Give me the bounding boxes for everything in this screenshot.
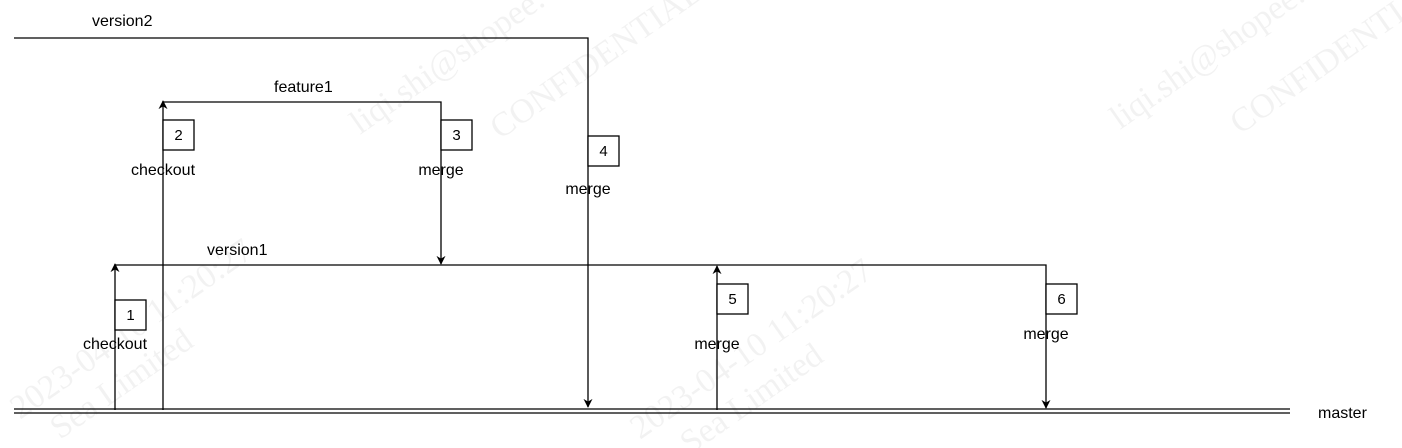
step-6-box <box>1045 283 1078 315</box>
step-5: 5 merge <box>694 283 749 353</box>
step-1: 1 checkout <box>83 299 148 353</box>
step-3: 3 merge <box>418 119 473 179</box>
step-3-box <box>440 119 473 151</box>
step-5-number: 5 <box>728 291 736 308</box>
step-1-box <box>114 299 147 331</box>
step-6-action: merge <box>1023 326 1068 343</box>
confidential-watermark: liqi.shi@shopee. CONFIDENTIAL liqi.shi@s… <box>3 0 1402 448</box>
step-5-action: merge <box>694 336 739 353</box>
step-4-box <box>587 135 620 167</box>
version2-label: version2 <box>92 13 153 30</box>
step-4: 4 merge <box>565 135 620 198</box>
step-6: 6 merge <box>1023 283 1078 343</box>
step-1-action: checkout <box>83 336 148 353</box>
version1-branch: version1 <box>110 242 1051 410</box>
step-2: 2 checkout <box>131 119 196 179</box>
step-2-action: checkout <box>131 162 196 179</box>
step-3-action: merge <box>418 162 463 179</box>
version2-branch: version2 <box>14 13 593 408</box>
master-label: master <box>1318 405 1368 422</box>
step-2-box <box>162 119 195 151</box>
master-branch: master <box>14 405 1368 422</box>
step-6-number: 6 <box>1057 291 1065 308</box>
step-4-action: merge <box>565 181 610 198</box>
feature1-line <box>163 101 446 265</box>
step-3-number: 3 <box>452 127 460 144</box>
version2-line <box>14 37 593 408</box>
step-1-number: 1 <box>126 307 134 324</box>
step-2-number: 2 <box>174 127 182 144</box>
step-5-box <box>716 283 749 315</box>
feature1-label: feature1 <box>274 79 333 96</box>
step-4-number: 4 <box>599 143 607 160</box>
version1-line <box>115 264 1051 409</box>
version1-label: version1 <box>207 242 268 259</box>
feature1-branch: feature1 <box>158 79 446 410</box>
